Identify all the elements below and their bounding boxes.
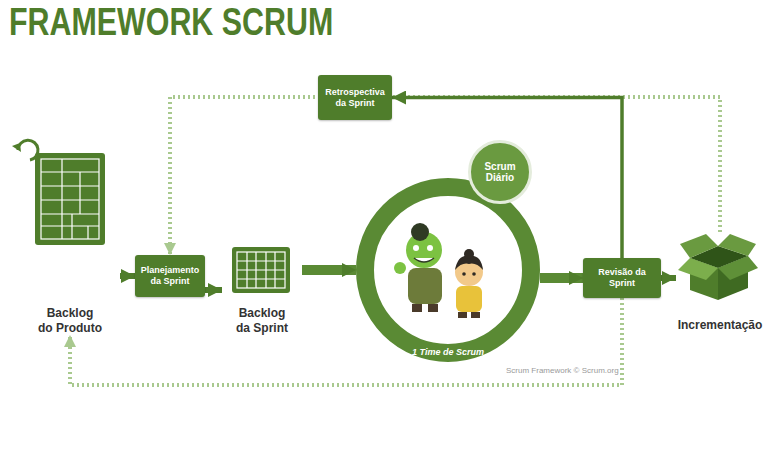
backlog-icon	[35, 153, 105, 245]
grid-line	[255, 252, 256, 288]
flow-connector	[392, 98, 622, 259]
ogre-eye	[413, 245, 419, 251]
ogre-eye	[427, 245, 433, 251]
node-text: 1 Time de Scrum	[374, 347, 522, 358]
watermark: Scrum Framework © Scrum.org	[506, 366, 619, 376]
box-flap	[678, 258, 718, 280]
grid-line	[246, 252, 247, 288]
node-text: Backlog do Produto	[38, 306, 102, 335]
grid-line	[79, 172, 80, 214]
refresh-arrow	[18, 140, 38, 160]
grid-line	[41, 185, 99, 186]
ogre-character	[394, 223, 442, 312]
flow-connector	[120, 273, 135, 279]
grid-line	[41, 199, 99, 200]
product-backlog: Backlog do Produto	[20, 150, 120, 335]
flow-connector	[205, 287, 222, 293]
ogre-mouth	[414, 258, 434, 262]
increment-icon	[678, 234, 758, 300]
process-box: Planejamento da Sprint	[135, 255, 205, 297]
sprint-grid	[237, 252, 285, 288]
grid-line	[274, 252, 275, 288]
refresh-arrow-head	[12, 143, 21, 152]
node-text: Backlog da Sprint	[233, 306, 291, 335]
event-circle: Scrum Diário	[468, 140, 532, 204]
person-foot	[471, 312, 480, 318]
team-circle: 1 Time de Scrum	[356, 178, 540, 362]
ogre-hand	[394, 262, 406, 274]
grid-line	[41, 225, 99, 226]
grid-line	[87, 226, 88, 239]
person-foot	[458, 312, 467, 318]
sprint-backlog: Backlog da Sprint	[222, 245, 302, 335]
grid-line	[41, 213, 99, 214]
grid-line	[237, 260, 285, 261]
person-character	[455, 249, 483, 318]
process-box: Revisão da Sprint	[583, 258, 661, 298]
circle-inner	[374, 196, 522, 344]
feedback-connector	[70, 298, 622, 385]
feedback-connector	[170, 97, 720, 255]
ogre-foot	[428, 304, 438, 312]
person-body	[456, 286, 482, 312]
node-text: Scrum Diário	[475, 161, 525, 184]
diagram-title: FRAMEWORK SCRUM	[9, 2, 333, 44]
person-eye	[472, 272, 476, 276]
ogre-body	[408, 268, 442, 304]
increment: Incrementação	[676, 232, 764, 332]
ogre-hair	[411, 223, 429, 241]
flow-connector	[540, 273, 583, 283]
node-text: Retrospectiva da Sprint	[320, 87, 390, 109]
process-box: Retrospectiva da Sprint	[318, 75, 392, 120]
grid-frame	[41, 159, 99, 239]
person-bun	[464, 249, 474, 259]
flow-connector	[661, 275, 676, 281]
person-eye	[462, 272, 466, 276]
sprint-backlog-icon	[232, 247, 290, 293]
ogre-foot	[412, 304, 422, 312]
grid-line	[265, 252, 266, 288]
box-flap	[718, 234, 756, 256]
box-flap	[680, 234, 718, 258]
flow-connector	[302, 265, 356, 275]
grid-frame	[237, 252, 285, 288]
node-text: Incrementação	[676, 318, 764, 332]
grid-line	[237, 278, 285, 279]
node-text: Planejamento da Sprint	[137, 265, 203, 287]
box-flap	[718, 256, 758, 280]
grid-line	[71, 214, 72, 239]
grid-line	[61, 159, 62, 239]
grid-line	[41, 171, 99, 172]
backlog-grid	[41, 159, 99, 239]
node-text: Revisão da Sprint	[585, 267, 659, 289]
grid-line	[237, 269, 285, 270]
